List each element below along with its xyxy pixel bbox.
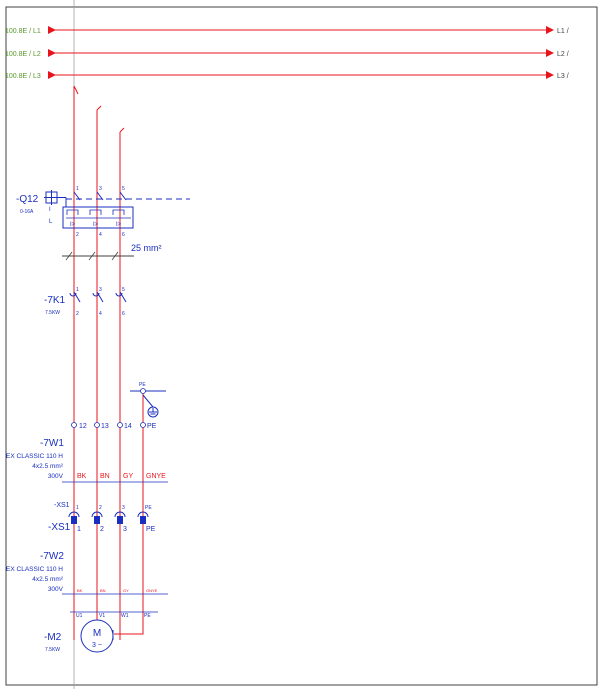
xs1-bottom-pin-3: 3 [123, 526, 127, 533]
motor-phase-label: 3 ~ [92, 642, 102, 649]
busbar-l3[interactable]: 100.8E / L3 L3 / [5, 71, 569, 80]
w2-core-gnye: GNYE [146, 588, 158, 593]
m2-rating: 7.5KW [45, 647, 60, 653]
w2-type: EX CLASSIC 110 H [6, 566, 63, 573]
k1-terminal-1: 1 [76, 287, 79, 293]
w1-section: 4x2.5 mm² [32, 463, 64, 470]
q12-i-label: I [49, 207, 51, 213]
busbar-l3-source: 100.8E / L3 [5, 73, 41, 80]
ground-icon [147, 406, 159, 418]
busbar-l1[interactable]: 100.8E / L1 L1 / [5, 26, 569, 35]
connector-xs1[interactable]: -XS1 -XS1 1 2 3 PE 1 2 3 PE [48, 502, 156, 533]
drawing-frame [5, 0, 598, 689]
xs1-top-pin-1: 1 [76, 505, 79, 511]
busbar-l2-target: L2 / [557, 51, 569, 58]
w1-type: EX CLASSIC 110 H [6, 453, 63, 460]
phase-wires [73, 85, 144, 640]
pe-bar[interactable]: PE [130, 382, 166, 418]
terminal-13: 13 [101, 423, 109, 430]
terminal-12: 12 [79, 423, 87, 430]
k1-terminal-5: 5 [122, 287, 125, 293]
w2-core-bk: BK [77, 588, 83, 593]
xs1-top-pin-pe: PE [145, 505, 152, 511]
motor-terminal-pe: PE [144, 613, 151, 619]
w2-core-gy: GY [123, 588, 129, 593]
busbar-l3-target: L3 / [557, 73, 569, 80]
busbar-l2-source: 100.8E / L2 [5, 51, 41, 58]
motor-symbol: M [93, 628, 101, 639]
w1-core-gy: GY [123, 473, 133, 480]
q12-trip-3: I> [116, 222, 122, 228]
busbar-l1-source: 100.8E / L1 [5, 28, 41, 35]
w1-core-bk: BK [77, 473, 87, 480]
q12-terminal-3: 3 [99, 186, 102, 192]
q12-terminal-2: 2 [76, 232, 79, 238]
q12-tag: -Q12 [16, 194, 39, 205]
w1-voltage: 300V [48, 473, 64, 480]
q12-l-label: L [49, 219, 53, 225]
motor-terminal-u1: U1 [76, 613, 83, 619]
k1-terminal-3: 3 [99, 287, 102, 293]
w2-core-bn: BN [100, 588, 106, 593]
k1-rating: 7.5KW [45, 310, 60, 316]
q12-contacts [73, 191, 127, 201]
q12-terminal-1: 1 [76, 186, 79, 192]
q12-trip-block [62, 206, 134, 229]
breaker-q12[interactable]: -Q12 0-16A I L I> I> I> 1 3 5 2 [16, 186, 190, 238]
cable-w2[interactable]: -7W2 EX CLASSIC 110 H 4x2.5 mm² 300V BK … [6, 551, 168, 595]
motor-icon [80, 619, 114, 653]
contactor-k1[interactable]: -7K1 7.5KW 1 3 5 2 4 6 [44, 287, 127, 317]
cable-w1[interactable]: -7W1 EX CLASSIC 110 H 4x2.5 mm² 300V BK … [6, 438, 168, 483]
xs1-top-pin-3: 3 [122, 505, 125, 511]
xs1-bottom-pin-pe: PE [146, 526, 156, 533]
q12-handle-icon [44, 190, 67, 207]
xs1-top-pin-2: 2 [99, 505, 102, 511]
q12-terminal-5: 5 [122, 186, 125, 192]
xs1-bottom-pin-1: 1 [77, 526, 81, 533]
w1-core-bn: BN [100, 473, 110, 480]
pe-bar-label: PE [139, 382, 146, 388]
xs1-tag-lower: -XS1 [48, 522, 71, 533]
k1-tag: -7K1 [44, 295, 66, 306]
w2-section: 4x2.5 mm² [32, 576, 64, 583]
q12-terminal-6: 6 [122, 232, 125, 238]
q12-trip-1: I> [70, 222, 76, 228]
motor-m2[interactable]: -M2 7.5KW U1 V1 W1 PE M 3 ~ [44, 611, 158, 653]
q12-terminal-4: 4 [99, 232, 102, 238]
motor-terminal-v1: V1 [99, 613, 105, 619]
terminal-strip[interactable]: 12 13 14 PE [71, 422, 157, 431]
w2-voltage: 300V [48, 586, 64, 593]
terminal-pe: PE [147, 423, 157, 430]
k1-terminal-4: 4 [99, 311, 102, 317]
cross-section-marker: 25 mm² [62, 243, 162, 261]
w2-tag: -7W2 [40, 551, 64, 562]
w1-core-gnye: GNYE [146, 473, 166, 480]
m2-tag: -M2 [44, 632, 62, 643]
cross-section-label: 25 mm² [131, 243, 162, 253]
xs1-tag: -XS1 [54, 502, 70, 509]
xs1-bottom-pin-2: 2 [100, 526, 104, 533]
busbar-l1-target: L1 / [557, 28, 569, 35]
motor-terminal-w1: W1 [121, 613, 129, 619]
terminal-14: 14 [124, 423, 132, 430]
q12-rating: 0-16A [20, 209, 34, 215]
q12-trip-elements [66, 209, 131, 219]
q12-trip-2: I> [93, 222, 99, 228]
k1-terminal-2: 2 [76, 311, 79, 317]
k1-terminal-6: 6 [122, 311, 125, 317]
w1-tag: -7W1 [40, 438, 64, 449]
k1-contacts [69, 291, 127, 303]
xs1-plug-icons [68, 511, 149, 524]
busbar-l2[interactable]: 100.8E / L2 L2 / [5, 49, 569, 58]
